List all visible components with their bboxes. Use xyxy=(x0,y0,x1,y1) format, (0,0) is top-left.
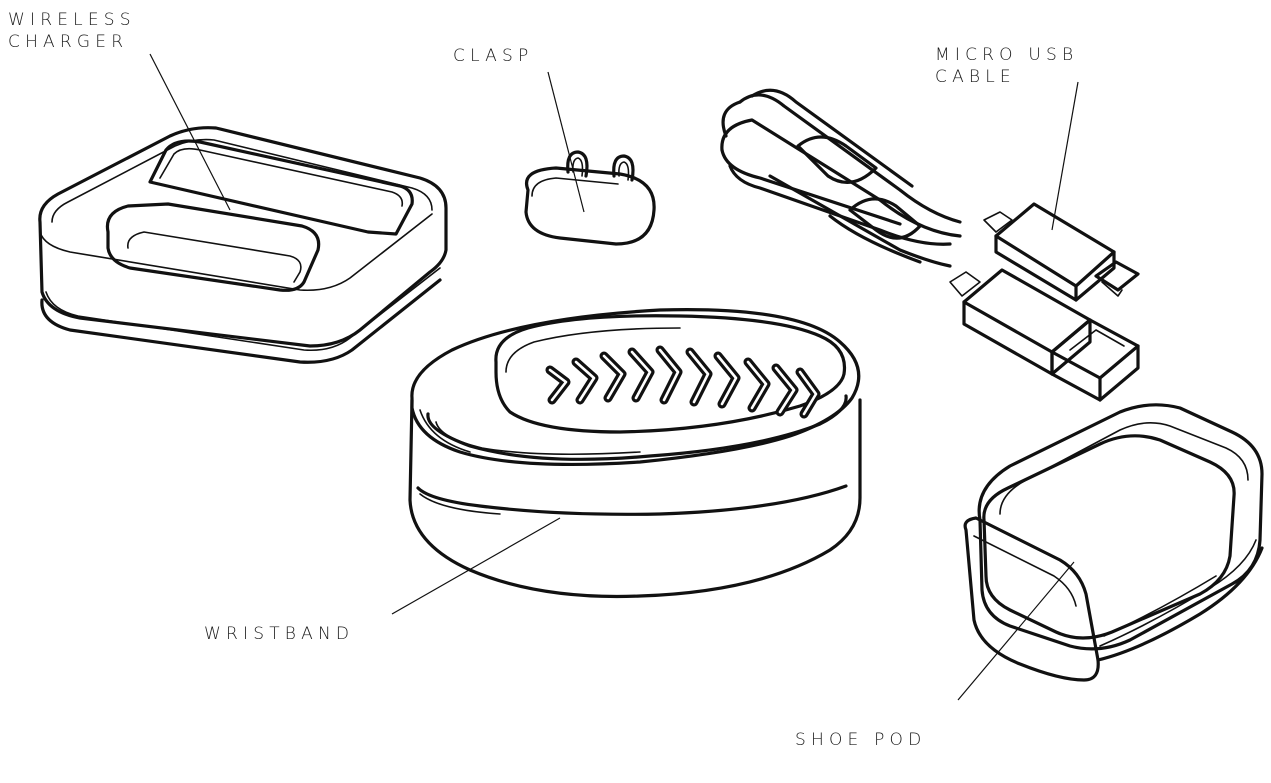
micro-usb-cable-illustration xyxy=(722,90,1138,400)
chevron-pattern-icon xyxy=(550,350,816,414)
wireless-charger-leader xyxy=(150,54,230,210)
clasp-illustration xyxy=(526,152,654,244)
wristband-leader xyxy=(392,518,560,614)
clasp-leader xyxy=(548,72,584,212)
wristband-illustration xyxy=(410,310,860,597)
label-micro-usb-line1: MICRO USB xyxy=(935,45,1078,65)
wireless-charger-illustration xyxy=(40,128,446,363)
label-shoe-pod: SHOE POD xyxy=(795,730,926,750)
label-wireless-charger-line2: CHARGER xyxy=(8,32,128,52)
label-micro-usb-line2: CABLE xyxy=(935,67,1016,87)
label-wireless-charger-line1: WIRELESS xyxy=(8,10,136,30)
label-clasp: CLASP xyxy=(453,46,533,66)
micro-usb-leader xyxy=(1052,82,1078,230)
label-wristband: WRISTBAND xyxy=(204,624,354,644)
